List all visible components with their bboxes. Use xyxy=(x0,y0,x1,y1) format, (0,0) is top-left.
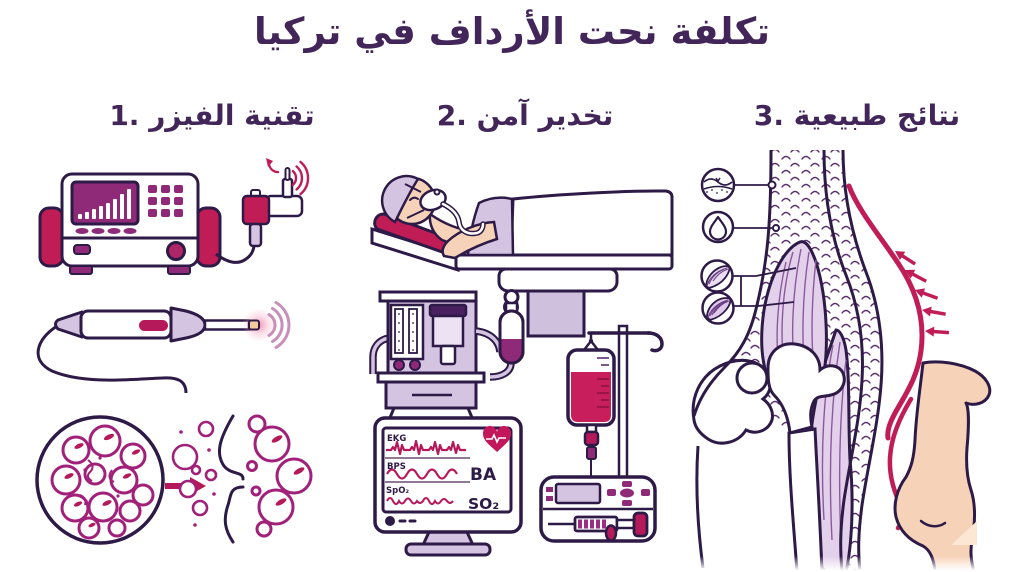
ekg-label: EKG xyxy=(387,434,406,444)
heart-icon xyxy=(482,425,512,452)
machine-screen xyxy=(70,180,140,226)
vaporizer xyxy=(428,303,468,366)
ultrasound-waves-icon xyxy=(267,301,291,349)
syringe-icon xyxy=(548,511,649,542)
section-1-illustration xyxy=(35,158,313,545)
tissue-callouts xyxy=(700,167,797,325)
oxygen-mask xyxy=(404,183,486,237)
patient-on-operating-table xyxy=(380,174,674,260)
muscle-icon-2 xyxy=(701,291,735,325)
muscle-icon-1 xyxy=(700,259,734,293)
section-2-header: 2. تخدير آمن xyxy=(436,99,614,132)
operating-table xyxy=(370,212,674,338)
section-2-illustration: EKG BPS BA SpO₂ SO₂ xyxy=(369,174,674,557)
machine-knob xyxy=(166,241,186,261)
flow-meters xyxy=(394,308,418,354)
signal-waves-icon xyxy=(291,160,310,196)
section-1-header: 1. تقنية الفيزر xyxy=(109,99,315,132)
skin-layers-icon xyxy=(700,167,736,203)
iv-bag xyxy=(566,338,616,478)
body-silhouette xyxy=(887,360,992,572)
buttock-anatomy xyxy=(691,149,884,572)
hip-bone xyxy=(691,342,846,572)
bps-trace xyxy=(386,468,458,480)
closed-eye xyxy=(409,196,419,201)
fat-droplet-icon xyxy=(701,210,735,244)
pump-screen xyxy=(554,482,602,505)
contour-curve xyxy=(846,183,925,441)
vital-signs-monitor: EKG BPS BA SpO₂ SO₂ xyxy=(373,416,523,557)
syringe-pump xyxy=(539,475,657,543)
anesthesia-machine xyxy=(369,289,525,421)
so2-value: SO₂ xyxy=(468,495,499,513)
head-cushion xyxy=(373,212,464,261)
skin-lines xyxy=(692,149,884,572)
fat-cells-before xyxy=(35,415,165,545)
ba-value: BA xyxy=(470,465,497,485)
pole-hook xyxy=(646,331,664,353)
machine-buttons xyxy=(75,185,183,234)
ultrasonic-probe xyxy=(36,301,291,394)
spo2-trace xyxy=(386,497,454,505)
ekg-trace xyxy=(386,439,466,456)
vaser-machine xyxy=(38,158,310,275)
spo2-label: SpO₂ xyxy=(386,486,409,496)
vaser-handpiece xyxy=(241,158,310,248)
pump-buttons xyxy=(607,481,650,506)
rotation-arrow-icon xyxy=(266,158,280,174)
page-title: تكلفة نحت الأرداف في تركيا xyxy=(253,10,771,53)
breathing-bag xyxy=(489,289,525,381)
section-3-header: 3. نتائج طبيعية xyxy=(753,99,961,132)
fat-cells-after xyxy=(171,414,313,544)
blanket xyxy=(509,189,674,257)
bps-label: BPS xyxy=(387,462,406,472)
power-button xyxy=(385,516,395,526)
section-3-illustration xyxy=(691,149,992,572)
surgical-cap xyxy=(380,174,420,224)
pressure-arrows xyxy=(895,251,950,337)
